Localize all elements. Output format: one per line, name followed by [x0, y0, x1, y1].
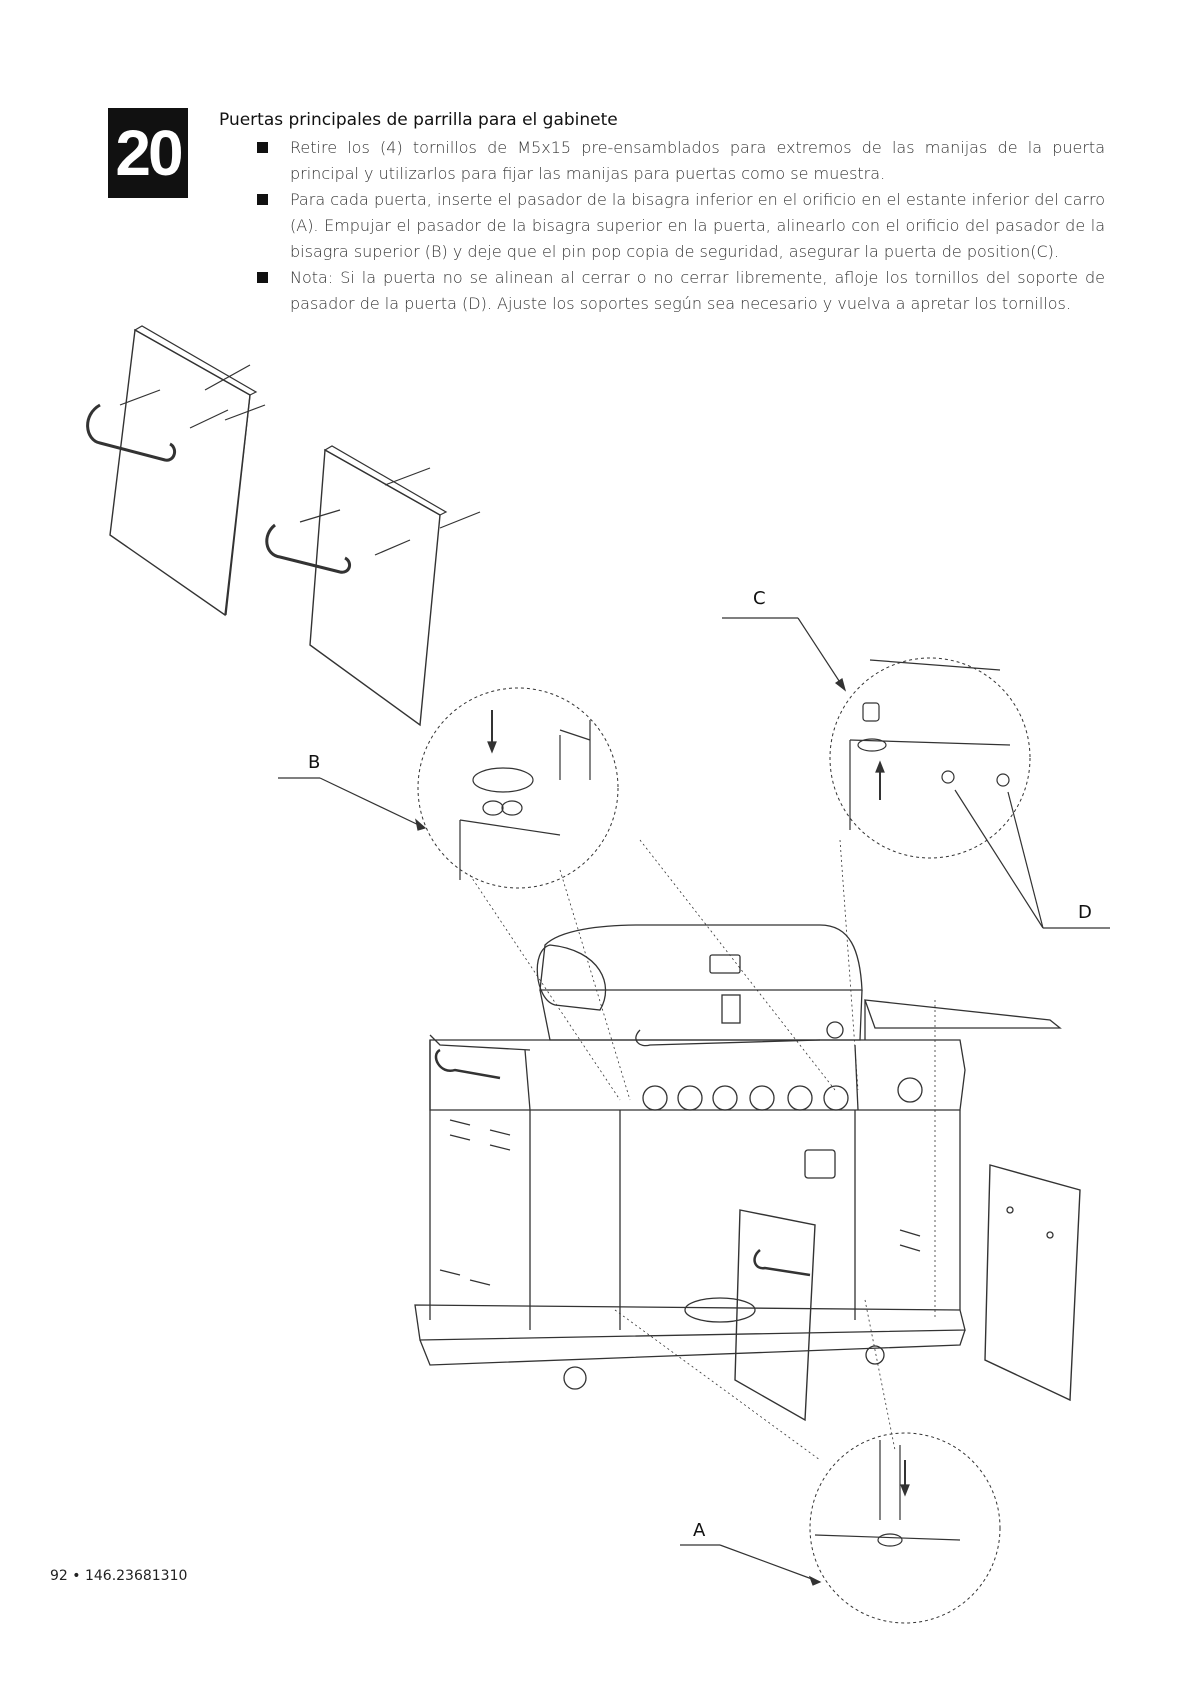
callout-label-c: C: [753, 588, 766, 609]
page-footer: 92 • 146.23681310: [50, 1568, 188, 1584]
callout-label-b: B: [308, 752, 321, 773]
door-illustration: [86, 325, 266, 617]
instruction-item: Nota: Si la puerta no se alinean al cerr…: [255, 265, 1105, 317]
door-illustration: [265, 445, 481, 727]
instruction-list: Retire los (4) tornillos de M5x15 pre-en…: [255, 135, 1105, 317]
grill-illustration: [414, 924, 1081, 1422]
instruction-text: Retire los (4) tornillos de M5x15 pre-en…: [290, 138, 1105, 183]
callout-label-a: A: [693, 1520, 706, 1541]
detail-b-circle: [417, 687, 619, 889]
step-number-badge: 20: [108, 108, 188, 198]
detail-a-circle: [809, 1432, 1001, 1624]
projection-lines: [469, 839, 936, 1461]
instruction-item: Retire los (4) tornillos de M5x15 pre-en…: [255, 135, 1105, 187]
instruction-text: Para cada puerta, inserte el pasador de …: [290, 190, 1105, 261]
instruction-item: Para cada puerta, inserte el pasador de …: [255, 187, 1105, 265]
bullet-square-icon: [257, 142, 268, 153]
callout-label-d: D: [1078, 902, 1092, 923]
callout-leaders: [278, 617, 1110, 1586]
bullet-square-icon: [257, 194, 268, 205]
detail-c-circle: [829, 657, 1031, 859]
step-heading: Puertas principales de parrilla para el …: [219, 110, 618, 130]
bullet-square-icon: [257, 272, 268, 283]
instruction-text: Nota: Si la puerta no se alinean al cerr…: [290, 268, 1105, 313]
